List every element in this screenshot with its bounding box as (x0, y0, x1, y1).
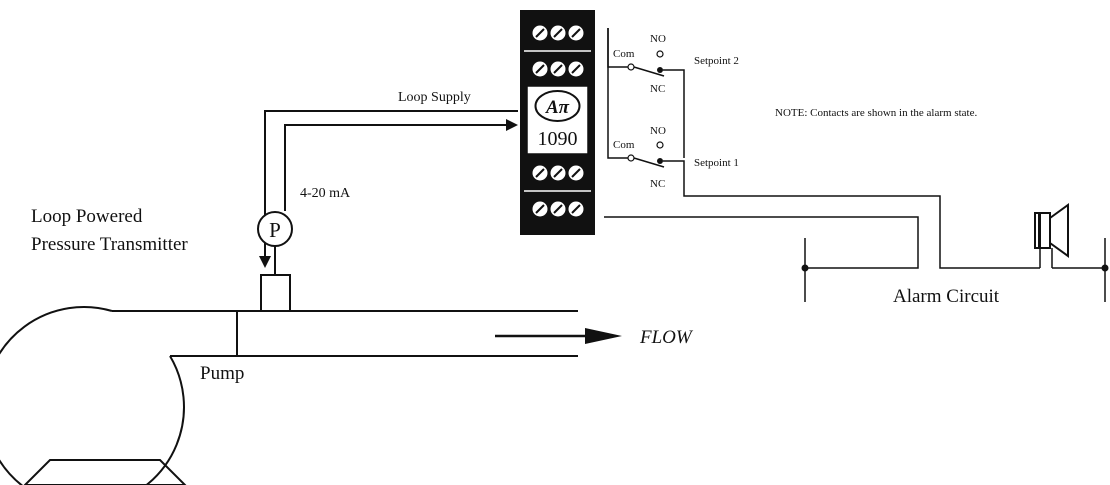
setpoint1-com-label: Com (613, 139, 635, 151)
loop-wiring (259, 110, 518, 268)
setpoint1-label: Setpoint 1 (694, 157, 739, 169)
device-model-label: 1090 (538, 128, 578, 150)
transmitter-symbol-text: P (269, 218, 281, 242)
flow-label: FLOW (639, 327, 694, 348)
note-text: NOTE: Contacts are shown in the alarm st… (775, 107, 977, 119)
terminal-block-bottom-1 (532, 165, 584, 181)
pump-base (23, 459, 187, 485)
setpoint1-no-label: NO (650, 125, 666, 137)
loop-supply-wire-outer (264, 110, 518, 258)
setpoint2-nc-label: NC (650, 83, 665, 95)
setpoint2-label: Setpoint 2 (694, 55, 739, 67)
horn-icon (1034, 203, 1069, 268)
pressure-transmitter: P (257, 211, 293, 312)
loop-supply-label: Loop Supply (398, 90, 471, 105)
current-label: 4-20 mA (300, 186, 351, 201)
arrow-to-transmitter (259, 256, 271, 268)
transmitter-label-line2: Pressure Transmitter (31, 234, 188, 255)
pump-and-pipe (0, 306, 578, 485)
terminal-block-top-2 (532, 61, 584, 77)
relay-module: Aπ 1090 (520, 10, 595, 235)
setpoint2-no-label: NO (650, 33, 666, 45)
flow-arrow (495, 328, 622, 344)
transmitter-label-line1: Loop Powered (31, 206, 143, 227)
alarm-circuit (604, 203, 1109, 302)
setpoint2-com-label: Com (613, 48, 635, 60)
setpoint1-contact (607, 28, 1040, 269)
transmitter-mount (260, 274, 291, 312)
terminal-block-top-1 (532, 25, 584, 41)
terminal-block-bottom-2 (532, 201, 584, 217)
pump-label: Pump (200, 363, 244, 384)
brand-logo-text: Aπ (545, 97, 570, 118)
alarm-circuit-label: Alarm Circuit (893, 286, 1000, 307)
setpoint1-nc-label: NC (650, 178, 665, 190)
pump-housing (0, 306, 185, 485)
arrow-to-module (506, 119, 518, 131)
loop-return-wire (284, 124, 508, 211)
brand-logo (534, 90, 581, 122)
